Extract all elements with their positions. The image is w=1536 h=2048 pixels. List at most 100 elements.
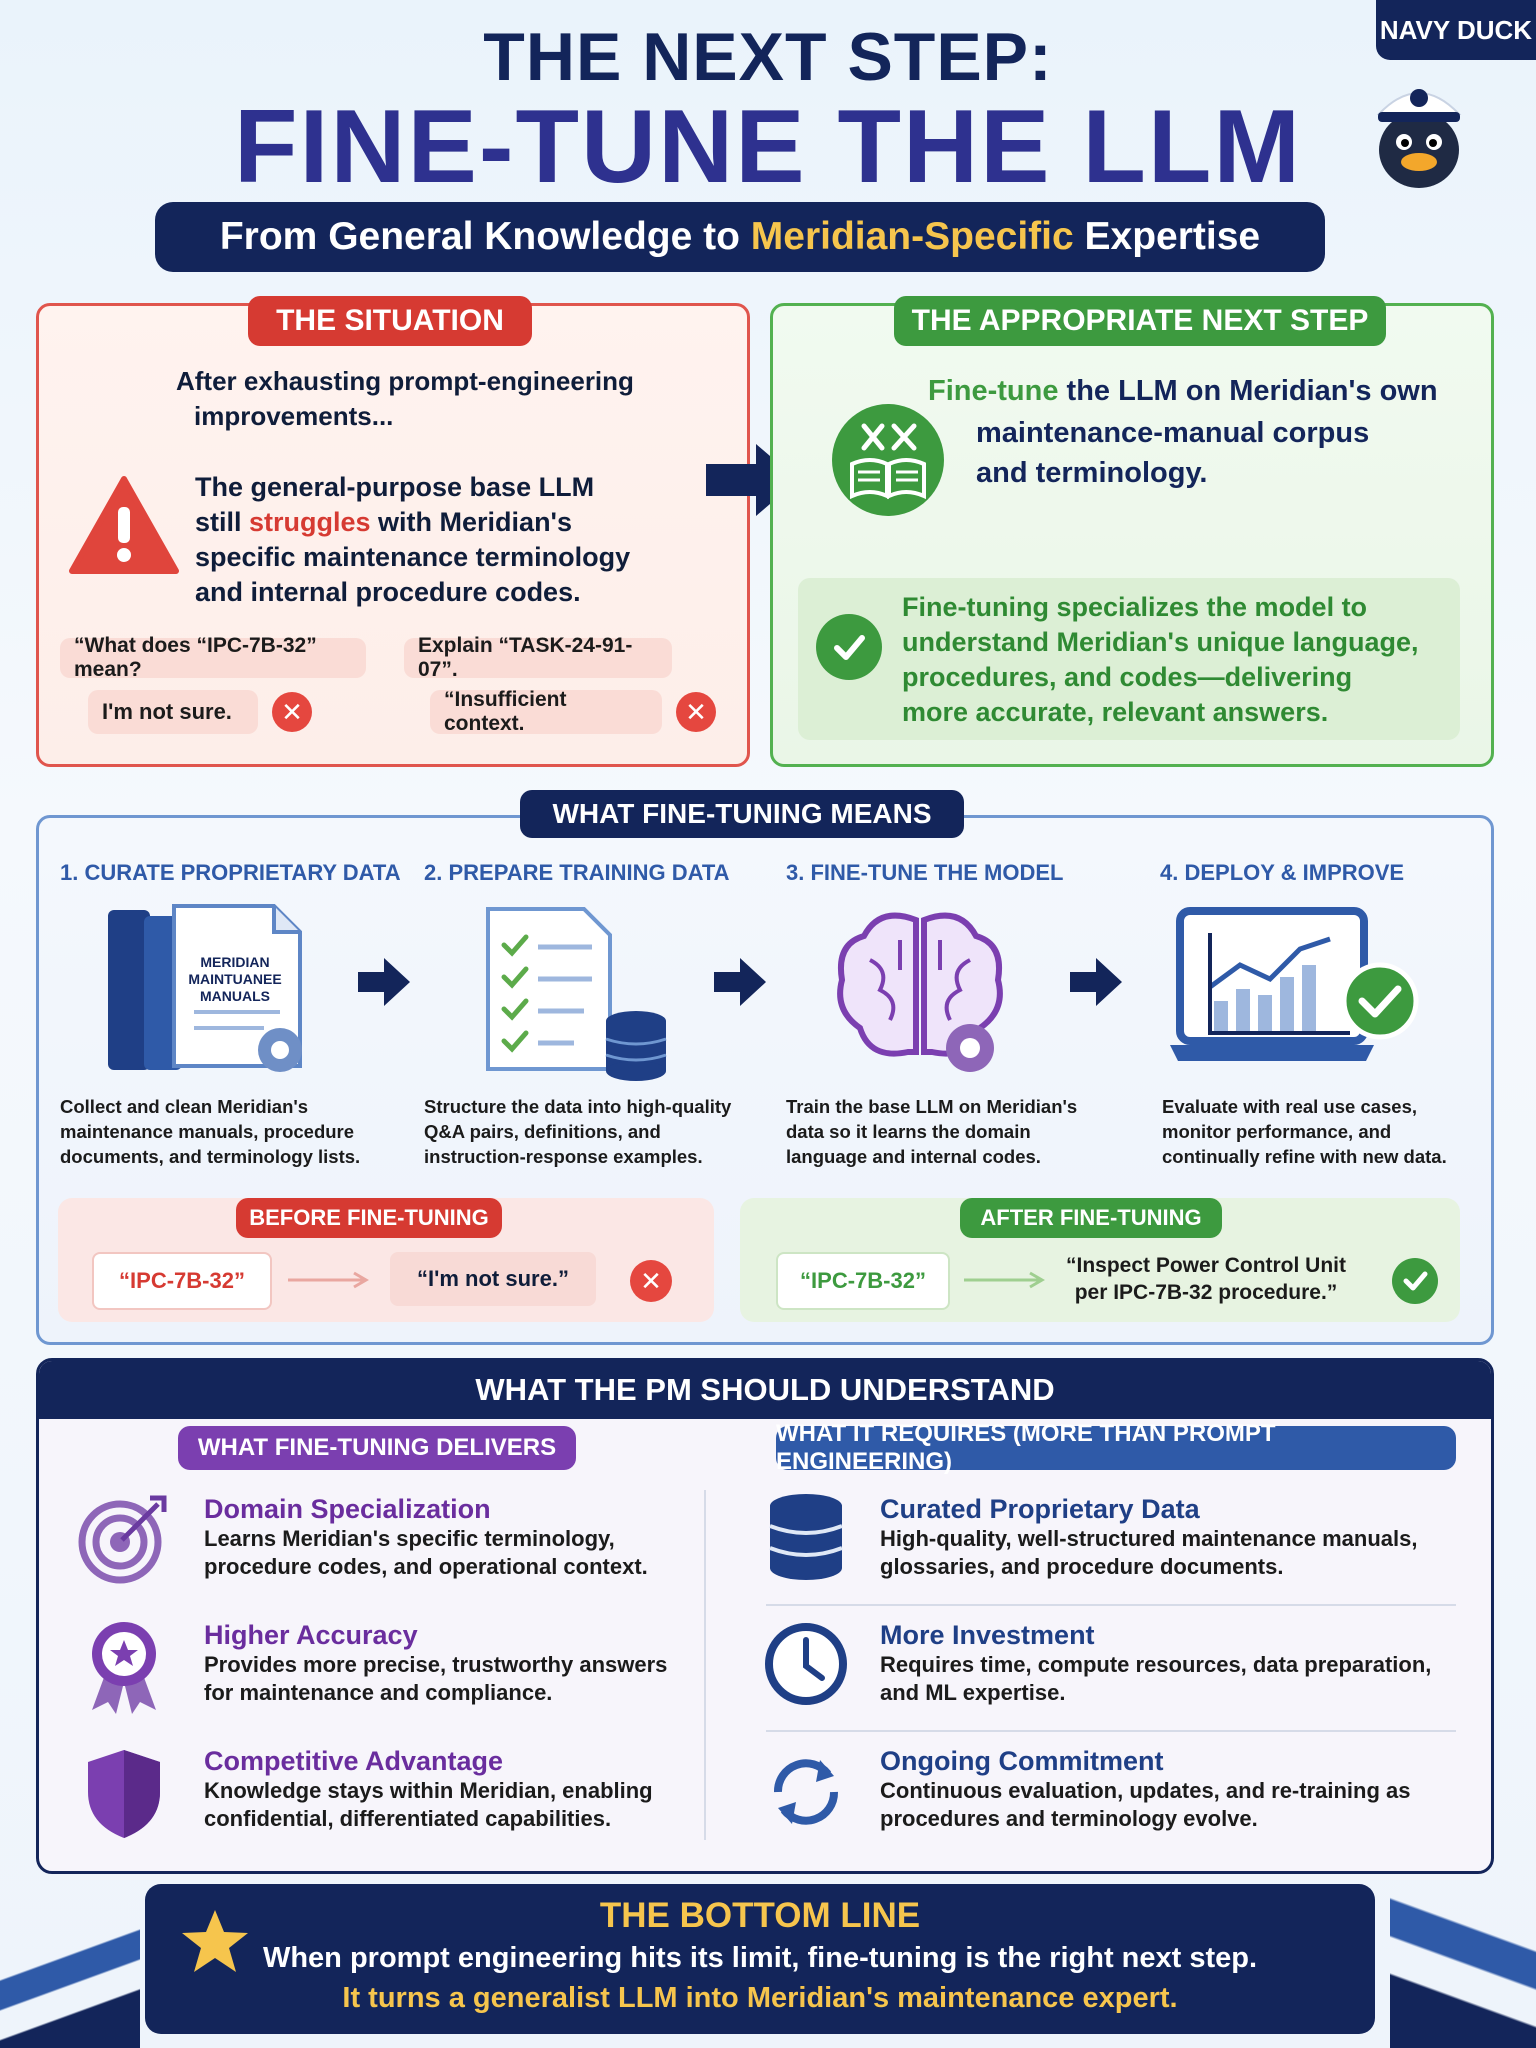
delivers-label: WHAT FINE-TUNING DELIVERS — [178, 1426, 576, 1470]
delivers-item-3: Competitive Advantage Knowledge stays wi… — [204, 1746, 653, 1833]
step-2-desc-3: instruction-response examples. — [424, 1146, 703, 1167]
brand-badge: NAVY DUCK — [1376, 0, 1536, 60]
target-icon — [78, 1495, 167, 1584]
step-1-desc-3: documents, and terminology lists. — [60, 1146, 361, 1167]
question-bubble-1: “What does “IPC-7B-32” mean? — [60, 634, 366, 681]
situation-line-2: still struggles with Meridian's — [195, 505, 572, 540]
next-step-note-4: more accurate, relevant answers. — [902, 697, 1329, 727]
situation-intro-1: After exhausting prompt-engineering — [176, 366, 634, 396]
shield-icon — [88, 1750, 160, 1838]
question-bubble-2: Explain “TASK-24-91-07”. — [404, 634, 672, 681]
next-step-line-1-post: the LLM on Meridian's own — [1058, 375, 1438, 407]
decor-stripe-left — [0, 1900, 140, 2048]
step-4-desc-3: continually refine with new data. — [1162, 1146, 1447, 1167]
next-step-line-2: maintenance-manual corpus — [976, 417, 1370, 449]
delivers-item-3-title: Competitive Advantage — [204, 1746, 504, 1776]
requires-row-divider — [766, 1604, 1456, 1606]
manual-cover-label: MERIDIAN MAINTUANEE MANUALS — [180, 954, 290, 1005]
step-1-desc-1: Collect and clean Meridian's — [60, 1096, 309, 1117]
step-2-title: 2. PREPARE TRAINING DATA — [424, 860, 730, 885]
manual-label-3: MANUALS — [200, 988, 270, 1004]
bottom-line-2: It turns a generalist LLM into Meridian'… — [342, 1982, 1178, 2014]
step-4-desc-1: Evaluate with real use cases, — [1162, 1096, 1418, 1117]
before-output: “I'm not sure.” — [390, 1252, 596, 1306]
requires-item-3: Ongoing Commitment Continuous evaluation… — [880, 1746, 1411, 1833]
after-output-line-1: “Inspect Power Control Unit — [1065, 1254, 1346, 1277]
delivers-item-1-desc-1: Learns Meridian's specific terminology, — [204, 1526, 615, 1551]
next-step-note-2: understand Meridian's unique language, — [902, 627, 1419, 657]
step-3-desc-2: data so it learns the domain — [786, 1121, 1031, 1142]
step-3-desc-1: Train the base LLM on Meridian's — [786, 1096, 1078, 1117]
step-arrow-icon — [714, 958, 766, 1006]
laptop-chart-check-icon — [1170, 907, 1419, 1061]
situation-line-2-post: with Meridian's — [370, 507, 572, 537]
step-2-desc: Structure the data into high-quality Q&A… — [424, 1094, 731, 1169]
step-3-desc: Train the base LLM on Meridian's data so… — [786, 1094, 1077, 1169]
next-step-line-1: Fine-tune the LLM on Meridian's own — [928, 374, 1438, 409]
pm-section-header: WHAT THE PM SHOULD UNDERSTAND — [39, 1361, 1491, 1419]
means-label: WHAT FINE-TUNING MEANS — [520, 790, 964, 838]
clock-icon — [765, 1623, 847, 1705]
next-step-note-box — [798, 578, 1460, 740]
delivers-item-2-title: Higher Accuracy — [204, 1620, 418, 1650]
requires-item-1-desc-1: High-quality, well-structured maintenanc… — [880, 1526, 1418, 1551]
duck-mascot-icon — [1376, 89, 1462, 188]
bottom-line-1: When prompt engineering hits its limit, … — [262, 1942, 1258, 1974]
step-3-desc-3: language and internal codes. — [786, 1146, 1041, 1167]
delivers-item-1-desc-2: procedure codes, and operational context… — [204, 1554, 648, 1579]
requires-item-2: More Investment Requires time, compute r… — [880, 1620, 1431, 1707]
subtitle-pre: From General Knowledge to — [219, 215, 751, 258]
page-title-line1: THE NEXT STEP: — [483, 19, 1053, 95]
requires-item-1-title: Curated Proprietary Data — [880, 1494, 1200, 1524]
delivers-item-2-desc-2: for maintenance and compliance. — [204, 1680, 553, 1705]
manual-label-2: MAINTUANEE — [188, 971, 282, 987]
next-step-line-3: and terminology. — [976, 457, 1208, 489]
manuals-binder-icon — [108, 904, 302, 1072]
after-output-line-2: per IPC-7B-32 procedure.” — [1074, 1281, 1338, 1304]
decor-stripe-right — [1390, 1850, 1536, 2048]
refresh-icon — [773, 1759, 839, 1825]
next-step-label: THE APPROPRIATE NEXT STEP — [894, 296, 1386, 346]
subtitle-post: Expertise — [1073, 215, 1261, 258]
book-tools-icon — [832, 404, 944, 516]
after-input: “IPC-7B-32” — [776, 1252, 950, 1310]
step-4-desc-2: monitor performance, and — [1162, 1121, 1392, 1142]
situation-line-2-pre: still — [195, 507, 250, 537]
x-circle-icon: ✕ — [676, 692, 716, 732]
answer-bubble-2: “Insufficient context. — [430, 688, 662, 735]
situation-intro-2: improvements... — [194, 401, 394, 431]
step-1-title: 1. CURATE PROPRIETARY DATA — [60, 860, 401, 885]
delivers-item-1: Domain Specialization Learns Meridian's … — [204, 1494, 648, 1581]
requires-row-divider — [766, 1730, 1456, 1732]
manual-label-1: MERIDIAN — [200, 954, 270, 970]
subtitle-highlight: Meridian-Specific — [750, 215, 1074, 258]
arrow-right-thin-icon — [964, 1271, 1045, 1289]
requires-item-3-desc-2: procedures and terminology evolve. — [880, 1806, 1258, 1831]
arrow-right-thin-icon — [288, 1271, 369, 1289]
situation-line-4: and internal procedure codes. — [195, 577, 581, 607]
x-circle-icon: ✕ — [272, 692, 312, 732]
delivers-item-2-desc-1: Provides more precise, trustworthy answe… — [204, 1652, 668, 1677]
step-1-desc: Collect and clean Meridian's maintenance… — [60, 1094, 360, 1169]
step-3-title: 3. FINE-TUNE THE MODEL — [786, 860, 1064, 885]
delivers-item-3-desc-2: confidential, differentiated capabilitie… — [204, 1806, 612, 1831]
x-circle-icon: ✕ — [630, 1260, 672, 1302]
check-circle-icon — [1392, 1258, 1438, 1304]
situation-line-1: The general-purpose base LLM — [195, 472, 595, 502]
requires-item-1-desc-2: glossaries, and procedure documents. — [880, 1554, 1284, 1579]
step-2-desc-2: Q&A pairs, definitions, and — [424, 1121, 661, 1142]
requires-item-3-desc-1: Continuous evaluation, updates, and re-t… — [880, 1778, 1411, 1803]
step-2-desc-1: Structure the data into high-quality — [424, 1096, 732, 1117]
requires-item-3-title: Ongoing Commitment — [880, 1746, 1164, 1776]
warning-icon — [69, 476, 179, 574]
requires-label: WHAT IT REQUIRES (MORE THAN PROMPT ENGIN… — [776, 1420, 1456, 1475]
step-4-title: 4. DEPLOY & IMPROVE — [1160, 860, 1405, 885]
next-step-fine-tune: Fine-tune — [928, 375, 1059, 407]
answer-bubble-1: I'm not sure. — [88, 690, 258, 734]
situation-line-3: specific maintenance terminology — [195, 542, 631, 572]
delivers-item-2: Higher Accuracy Provides more precise, t… — [204, 1620, 667, 1707]
requires-item-2-desc-1: Requires time, compute resources, data p… — [880, 1652, 1432, 1677]
after-output: “Inspect Power Control Unit per IPC-7B-3… — [1046, 1252, 1366, 1306]
situation-struggles: struggles — [249, 507, 371, 537]
next-step-note-3: procedures, and codes—delivering — [902, 662, 1353, 692]
